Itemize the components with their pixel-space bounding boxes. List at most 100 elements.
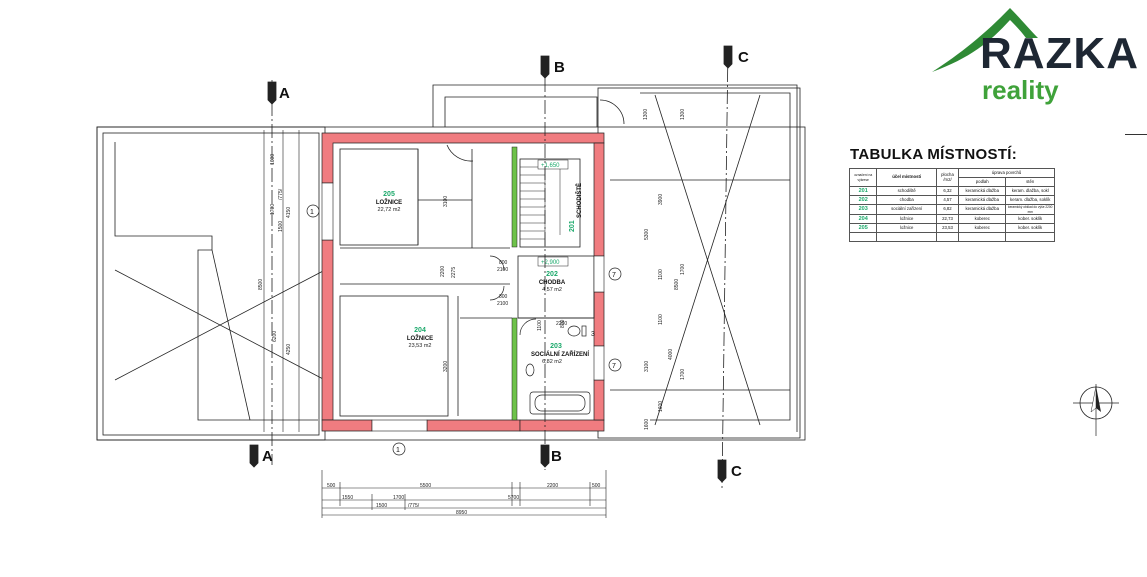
dim-mid-6: 800 xyxy=(499,294,508,300)
green-wall-bath xyxy=(511,317,518,421)
dim-left-4: 4150 xyxy=(286,207,292,218)
room-203-number: 203 xyxy=(550,343,562,350)
dim-mid-8: 1100 xyxy=(537,320,543,331)
logo-name: RAZKA xyxy=(980,29,1139,78)
marker-1-left-label: 1 xyxy=(310,209,314,216)
section-c-bottom-label: C xyxy=(731,463,742,480)
dim-mid-4: 800 xyxy=(499,260,508,266)
cell-number: 202 xyxy=(848,195,878,205)
dim-right-9: 1600 xyxy=(644,419,650,430)
dim-left-1: 1700 xyxy=(270,204,276,215)
cell-use: ložnice xyxy=(876,223,937,233)
dim-bottom-top-1: 5500 xyxy=(420,483,431,489)
dim-left-5: 6200 xyxy=(272,331,278,342)
dim-mid-2: 2200 xyxy=(440,266,446,277)
bathtub xyxy=(529,391,591,415)
cell-walls: kober. soklík xyxy=(1005,214,1055,224)
roof-icon xyxy=(932,8,1038,72)
dim-right-7: 3100 xyxy=(644,361,650,372)
th-number: označení na výkrese xyxy=(848,168,878,187)
dim-bottom-top-0: 500 xyxy=(327,483,336,489)
cell-walls: kober. soklík xyxy=(1005,223,1055,233)
room-205-outline xyxy=(339,148,419,246)
window-east xyxy=(593,255,605,293)
dim-bottom-total: 8950 xyxy=(456,510,467,516)
door-arc-top xyxy=(599,99,625,125)
dim-bottom-mid-0: 1550 xyxy=(342,495,353,501)
dim-mid-0: 3100 xyxy=(443,196,449,207)
dim-mid-3: 2275 xyxy=(451,267,457,278)
window-east-2 xyxy=(593,345,605,381)
window-south xyxy=(371,419,428,432)
logo-sub: reality xyxy=(982,75,1059,105)
dim-right-4: 8500 xyxy=(674,279,680,290)
dim-right-5: 1100 xyxy=(658,314,664,325)
cell-use: sociální zařízení xyxy=(876,204,937,215)
terrace-outline xyxy=(114,142,318,421)
cell-floor: koberec xyxy=(958,223,1007,233)
room-202-area: 4,57 m2 xyxy=(542,287,562,293)
existing-outline-right xyxy=(432,84,798,432)
bathtub-inner xyxy=(534,394,586,412)
new-wall-south xyxy=(321,419,373,432)
cell-walls: keram. dlažba, soklík xyxy=(1005,195,1055,205)
cell-area: 23,53 xyxy=(935,223,960,233)
cell-area: 4,57 xyxy=(935,195,960,205)
dim-mid-5: 2100 xyxy=(497,267,508,273)
dim-bottom-mid-2: 5700 xyxy=(508,495,519,501)
dim-bottom-mid-1: 1700 xyxy=(393,495,404,501)
room-205-number: 205 xyxy=(383,191,395,198)
cell-number: 205 xyxy=(848,223,878,233)
marker-1-bottom xyxy=(392,442,406,456)
room-205-name: LOŽNICE xyxy=(376,198,402,206)
window-west xyxy=(321,182,334,241)
table-row: 205 ložnice 23,53 koberec kober. soklík xyxy=(848,223,1055,233)
section-b-bottom-arrow xyxy=(540,444,550,468)
stair-outline xyxy=(519,158,581,248)
door-arc-204 xyxy=(489,285,505,301)
room-204-name: LOŽNICE xyxy=(407,334,433,342)
section-c-top-arrow xyxy=(723,45,733,69)
dim-right-6: 1600 xyxy=(658,401,664,412)
dim-bottom-top-3: 500 xyxy=(592,483,601,489)
room-205-area: 22,72 m2 xyxy=(378,207,401,213)
room-203-area: 6,82 m2 xyxy=(542,359,562,365)
table-row: 202 chodba 4,57 keramická dlažba keram. … xyxy=(848,195,1055,205)
cell-number: 203 xyxy=(848,204,878,215)
room-202-name: CHODBA xyxy=(539,280,566,286)
toilet xyxy=(567,325,581,337)
dim-right-12: 1700 xyxy=(680,369,686,380)
dim-bottom-top-2: 2200 xyxy=(547,483,558,489)
dim-left-0: 1600 xyxy=(270,154,276,165)
dim-mid-9: 2200 xyxy=(556,321,567,327)
cell-area: 6,32 xyxy=(935,186,960,196)
dim-left-7: 4250 xyxy=(286,344,292,355)
marker-1-left xyxy=(306,204,320,218)
table-row: 203 sociální zařízení 6,82 keramická dla… xyxy=(848,204,1055,215)
rooms-table: označení na výkrese účel místnosti ploch… xyxy=(848,168,1055,242)
dim-right-1: 3900 xyxy=(658,194,664,205)
existing-outline-left-inner xyxy=(102,132,320,436)
section-b-top-label: B xyxy=(554,59,565,76)
marker-1-bottom-label: 1 xyxy=(396,447,400,454)
cell-use: ložnice xyxy=(876,214,937,224)
dim-right-0: 1300 xyxy=(643,109,649,120)
existing-outline-left xyxy=(96,126,326,441)
table-row-empty xyxy=(848,232,1055,242)
perimeter xyxy=(96,126,806,441)
section-a-bottom-label: A xyxy=(262,448,273,465)
th-area: plocha /m2/ xyxy=(935,168,960,187)
new-wall-south-2 xyxy=(426,419,521,432)
cell-floor: keramická dlažba xyxy=(958,195,1007,205)
th-floor: podlah xyxy=(958,177,1007,187)
dim-right-13: 800 xyxy=(560,319,566,328)
dim-right-2: 5300 xyxy=(644,229,650,240)
right-wing-inner xyxy=(640,92,791,421)
room-202-number: 202 xyxy=(546,271,558,278)
marker-7-a-label: 7 xyxy=(612,272,616,279)
room-201-name: SCHODIŠTĚ xyxy=(575,183,583,218)
new-wall-south-3 xyxy=(519,419,605,432)
section-a-bottom-arrow xyxy=(249,444,259,468)
razka-logo: RAZKA reality xyxy=(930,4,1146,104)
